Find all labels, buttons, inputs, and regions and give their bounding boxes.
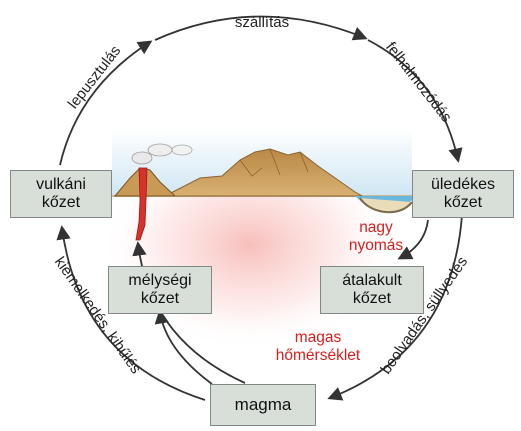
box-sedimentary-line2: kőzet (444, 194, 482, 212)
volcano-smoke-3 (172, 145, 192, 155)
box-volcanic-rock: vulkáni kőzet (10, 170, 112, 218)
volcano-smoke (132, 152, 152, 164)
box-sedimentary-rock: üledékes kőzet (412, 170, 514, 218)
box-sedimentary-line1: üledékes (431, 176, 495, 194)
box-volcanic-line1: vulkáni (36, 176, 86, 194)
box-magma: magma (210, 384, 316, 426)
label-pressure-line2: nyomás (349, 237, 404, 254)
box-metamorphic-rock: átalakult kőzet (320, 266, 424, 314)
box-plutonic-rock: mélységi kőzet (108, 266, 212, 314)
label-temperature-line2: hőmérséklet (276, 347, 361, 364)
box-metamorphic-line1: átalakult (342, 272, 402, 290)
box-magma-label: magma (235, 395, 292, 415)
arrow-sed-to-meta (400, 220, 428, 258)
volcano-smoke-2 (148, 144, 172, 156)
label-erosion: lepusztulás (65, 42, 125, 112)
box-plutonic-line2: kőzet (141, 290, 179, 308)
box-plutonic-line1: mélységi (128, 272, 191, 290)
label-temperature-line1: magas (295, 329, 342, 346)
label-transport: szállítás (235, 14, 289, 31)
box-metamorphic-line2: kőzet (353, 290, 391, 308)
label-pressure-line1: nagy (359, 219, 393, 236)
label-deposition: felhalmozódás (382, 39, 455, 126)
box-volcanic-line2: kőzet (42, 194, 80, 212)
